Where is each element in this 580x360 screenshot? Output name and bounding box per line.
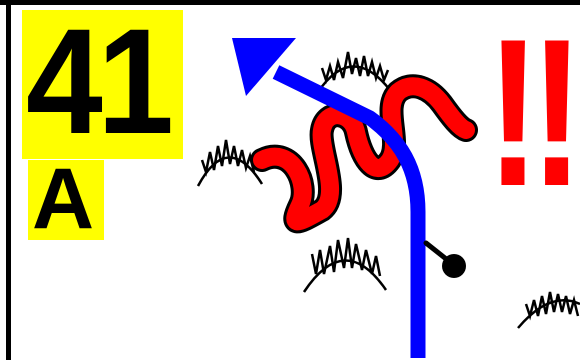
checkpoint-number: 41: [26, 0, 174, 165]
number-badge: [22, 10, 183, 159]
checkpoint-letter: A: [32, 151, 95, 247]
frame-left-border: [6, 0, 11, 360]
letter-badge: [28, 160, 104, 240]
warning-exclamation: !!: [486, 0, 580, 230]
grass-tuft-icon: [196, 139, 264, 187]
frame-top-border: [0, 0, 580, 5]
grass-tuft-icon: [302, 237, 388, 293]
red-squiggle-river-icon: [250, 74, 478, 234]
grass-tuft-icon: [316, 51, 391, 93]
grass-tuft-icon: [517, 291, 580, 329]
blue-route-arrow-icon: [232, 38, 426, 358]
pin-marker-icon: [423, 240, 466, 278]
